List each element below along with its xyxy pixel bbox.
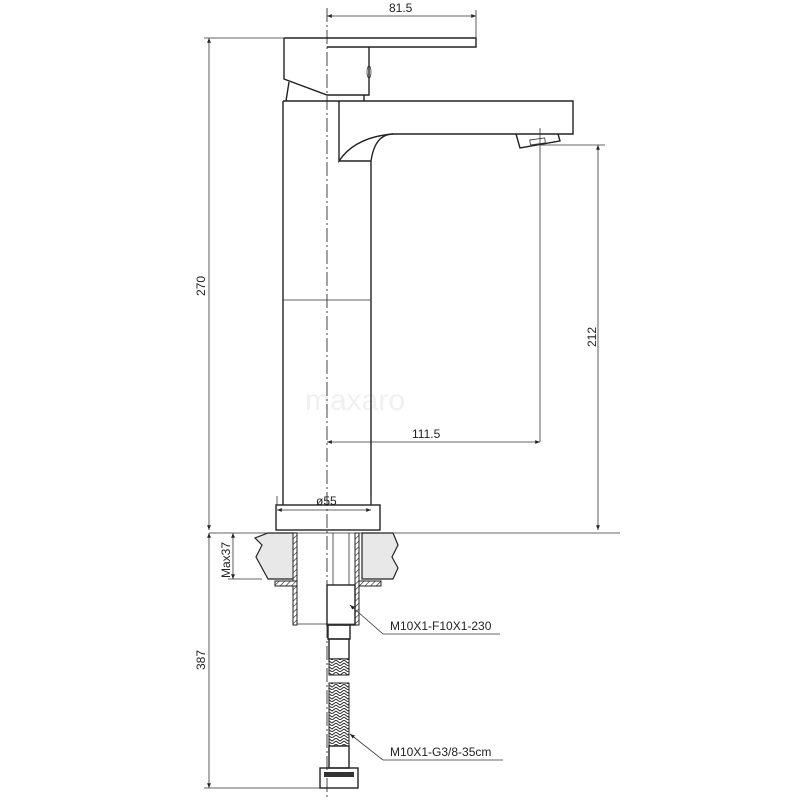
svg-text:M10X1-G3/8-35cm: M10X1-G3/8-35cm (390, 745, 491, 759)
svg-text:111.5: 111.5 (412, 427, 441, 441)
dimension-diameter-55: ø55 (276, 494, 372, 512)
dimension-270: 270 (194, 37, 284, 530)
countertop-section (253, 532, 399, 626)
svg-text:Max37: Max37 (219, 542, 233, 578)
svg-text:M10X1-F10X1-230: M10X1-F10X1-230 (390, 619, 492, 633)
svg-text:ø55: ø55 (316, 494, 337, 508)
dimension-111-5: 111.5 (327, 128, 541, 444)
watermark-logo: maxaro (305, 384, 405, 417)
callout-hose: M10X1-G3/8-35cm (349, 733, 503, 761)
svg-text:81.5: 81.5 (389, 1, 413, 15)
faucet-body (275, 100, 574, 531)
svg-text:387: 387 (194, 650, 208, 670)
callout-connector: M10X1-F10X1-230 (349, 604, 500, 635)
dimension-212: 212 (540, 144, 605, 530)
dimension-81-5: 81.5 (327, 1, 477, 38)
faucet-handle (283, 37, 477, 102)
supply-hose (319, 533, 359, 789)
aerator (515, 133, 561, 149)
svg-text:212: 212 (585, 327, 599, 347)
dimension-max37: Max37 (219, 533, 262, 580)
dimension-387: 387 (194, 533, 320, 789)
svg-text:270: 270 (194, 276, 208, 296)
